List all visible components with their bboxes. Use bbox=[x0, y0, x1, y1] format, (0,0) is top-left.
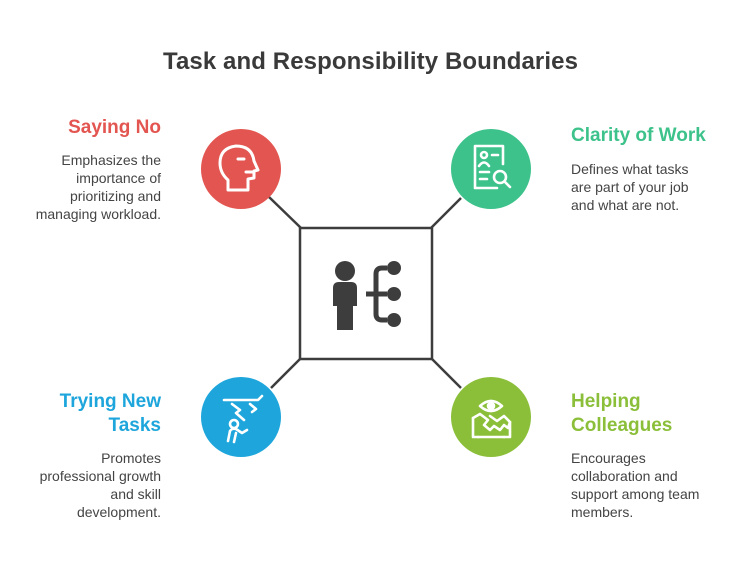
trying-new-desc-line: development. bbox=[76, 504, 161, 520]
helping-heading: Helping Colleagues bbox=[571, 390, 736, 438]
helping-description: Encourages collaboration and support amo… bbox=[571, 449, 736, 521]
saying-no-heading: Saying No bbox=[68, 117, 161, 138]
connector-helping bbox=[430, 357, 462, 389]
clarity-desc-line: are part of your job bbox=[571, 179, 689, 195]
helping-desc-line: collaboration and bbox=[571, 468, 678, 484]
helping-heading-line: Colleagues bbox=[571, 415, 673, 436]
connector-lines bbox=[268, 196, 462, 389]
clarity-desc-line: Defines what tasks bbox=[571, 161, 689, 177]
clarity-desc-line: and what are not. bbox=[571, 197, 680, 213]
clarity-description: Defines what tasks are part of your job … bbox=[571, 160, 736, 214]
trying-new-description: Promotes professional growth and skill d… bbox=[10, 449, 161, 521]
trying-new-heading-line: Trying New bbox=[59, 391, 161, 412]
trying-new-heading: Trying New Tasks bbox=[40, 390, 161, 438]
connector-clarity bbox=[430, 197, 462, 229]
saying-no-node bbox=[201, 129, 281, 209]
helping-node bbox=[451, 377, 531, 457]
person-branching-icon bbox=[333, 261, 401, 330]
trying-new-node bbox=[201, 377, 281, 457]
trying-new-heading-line: Tasks bbox=[108, 415, 161, 436]
page-title: Task and Responsibility Boundaries bbox=[162, 48, 579, 75]
helping-heading-line: Helping bbox=[571, 391, 641, 412]
head-speaking-icon bbox=[218, 144, 260, 192]
saying-no-desc-line: Emphasizes the bbox=[61, 152, 161, 168]
person-breakthrough-icon bbox=[222, 394, 264, 444]
trying-new-desc-line: Promotes bbox=[101, 450, 161, 466]
helping-desc-line: members. bbox=[571, 504, 634, 520]
helping-desc-line: Encourages bbox=[571, 450, 646, 466]
helping-desc-line: support among team bbox=[571, 486, 700, 502]
trying-new-desc-line: and skill bbox=[110, 486, 161, 502]
connector-saying-no bbox=[268, 196, 302, 229]
clarity-node bbox=[451, 129, 531, 209]
saying-no-desc-line: importance of bbox=[76, 170, 161, 186]
saying-no-description: Emphasizes the importance of prioritizin… bbox=[10, 151, 161, 223]
connector-trying-new bbox=[270, 357, 302, 389]
saying-no-desc-line: prioritizing and bbox=[69, 188, 161, 204]
clarity-heading: Clarity of Work bbox=[571, 125, 706, 146]
handshake-eye-icon bbox=[471, 399, 512, 439]
document-search-icon bbox=[473, 144, 512, 190]
trying-new-desc-line: professional growth bbox=[39, 468, 161, 484]
saying-no-desc-line: managing workload. bbox=[35, 206, 161, 222]
